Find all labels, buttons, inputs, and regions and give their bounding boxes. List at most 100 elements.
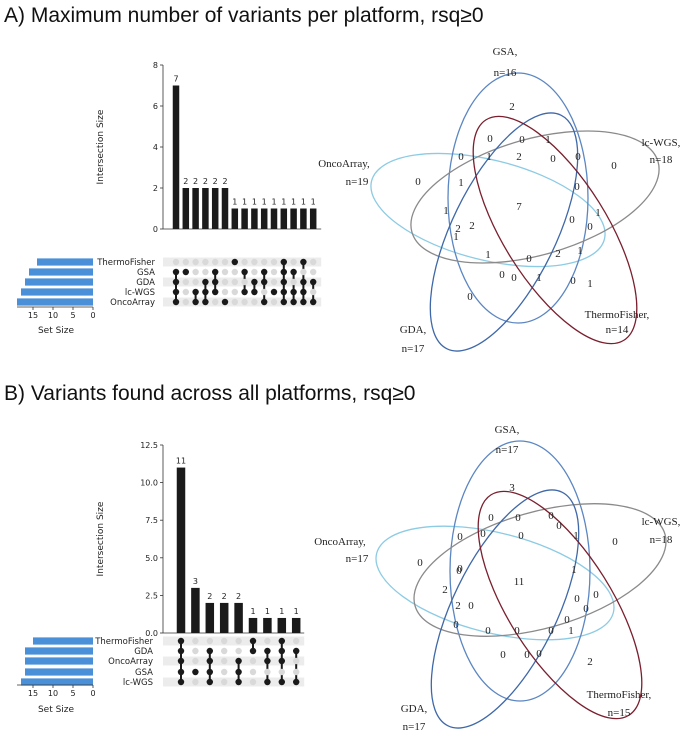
venn-region-count: 2 — [469, 220, 475, 232]
venn-region-count: 1 — [536, 272, 542, 284]
y-tick-label: 0.0 — [145, 629, 158, 638]
y-tick-label: 2 — [153, 184, 158, 193]
intersection-bar-label: 7 — [173, 75, 178, 84]
venn-set-label-thermo: ThermoFisher, — [585, 309, 650, 321]
set-size-bar — [17, 298, 93, 306]
venn-region-count: 0 — [468, 600, 474, 612]
membership-dot-empty — [290, 278, 297, 286]
membership-dot-empty — [241, 298, 248, 306]
membership-dot-filled — [192, 298, 199, 306]
venn-region-count: 0 — [488, 512, 494, 524]
intersection-bar — [191, 587, 200, 633]
venn-region-count: 0 — [485, 625, 491, 637]
membership-dot-empty — [172, 258, 180, 266]
venn-region-count: 0 — [519, 134, 525, 146]
venn-region-count: 2 — [516, 151, 522, 163]
set-name-label: GSA — [135, 668, 153, 678]
membership-dot-filled — [251, 288, 258, 296]
membership-dot-empty — [182, 258, 189, 266]
intersection-bar-label: 1 — [271, 198, 276, 207]
venn-ellipse-gda — [430, 489, 580, 729]
venn-region-count: 0 — [456, 565, 462, 577]
intersection-bar-label: 2 — [193, 177, 198, 186]
matrix-row-stripe — [163, 656, 305, 666]
membership-dot-filled — [206, 657, 213, 665]
intersection-bar-label: 2 — [236, 592, 241, 601]
membership-dot-filled — [300, 288, 307, 296]
membership-dot-filled — [202, 298, 209, 306]
membership-dot-empty — [249, 657, 257, 665]
venn-region-count: 0 — [514, 625, 520, 637]
membership-dot-empty — [293, 637, 300, 645]
membership-dot-filled — [231, 258, 238, 266]
intersection-bar — [205, 602, 215, 633]
intersection-bar-label: 2 — [213, 177, 218, 186]
intersection-bar-label: 2 — [207, 592, 212, 601]
venn-set-label-thermo: n=15 — [608, 707, 631, 719]
panel-a-heading: A) Maximum number of variants per platfo… — [4, 4, 484, 27]
membership-dot-filled — [241, 288, 248, 296]
membership-dot-filled — [206, 647, 213, 655]
set-size-tick-label: 5 — [70, 311, 75, 320]
venn-set-label-onco: OncoArray, — [314, 536, 366, 548]
intersection-bar-label: 1 — [291, 198, 296, 207]
set-name-label: ThermoFisher — [96, 258, 155, 268]
membership-dot-empty — [212, 258, 219, 266]
y-tick-label: 12.5 — [140, 441, 158, 450]
membership-dot-filled — [310, 278, 317, 286]
set-name-label: GDA — [136, 278, 155, 288]
venn-ellipse-onco — [375, 525, 615, 641]
membership-dot-filled — [172, 278, 180, 286]
membership-dot-filled — [177, 647, 185, 655]
intersection-bar-label: 1 — [311, 198, 316, 207]
membership-dot-empty — [182, 278, 189, 286]
membership-dot-empty — [202, 258, 209, 266]
venn-region-count: 1 — [485, 249, 491, 261]
venn-ellipse-thermo — [477, 490, 643, 720]
matrix-row-stripe — [163, 636, 305, 646]
membership-dot-filled — [280, 268, 287, 276]
venn-region-count: 0 — [593, 589, 599, 601]
venn-set-label-gda: GDA, — [400, 324, 427, 336]
membership-dot-filled — [202, 278, 209, 286]
membership-dot-filled — [280, 298, 287, 306]
membership-dot-empty — [241, 278, 248, 286]
venn-ellipse-lcwgs — [413, 503, 667, 637]
intersection-bar — [192, 188, 199, 229]
membership-dot-empty — [270, 278, 278, 286]
intersection-bar — [176, 467, 186, 633]
intersection-bar — [241, 208, 248, 229]
venn-region-count: 2 — [587, 656, 593, 668]
membership-dot-empty — [231, 288, 238, 296]
membership-dot-empty — [293, 668, 300, 676]
venn-region-count: 0 — [417, 557, 423, 569]
set-size-bar — [21, 678, 93, 686]
membership-dot-empty — [221, 637, 228, 645]
membership-dot-empty — [192, 647, 199, 655]
venn-region-count: 0 — [536, 648, 542, 660]
venn-region-count: 0 — [467, 291, 473, 303]
intersection-bar — [260, 208, 268, 229]
membership-dot-filled — [172, 298, 180, 306]
intersection-bar-label: 1 — [232, 198, 237, 207]
membership-dot-empty — [192, 637, 199, 645]
venn-region-count: 0 — [457, 563, 463, 575]
membership-dot-filled — [249, 637, 257, 645]
set-size-tick-label: 15 — [28, 311, 38, 320]
membership-dot-filled — [249, 647, 257, 655]
venn-region-count: 0 — [556, 520, 562, 532]
venn-region-count: 0 — [487, 133, 493, 145]
intersection-bar — [182, 188, 190, 229]
membership-dot-filled — [278, 647, 285, 655]
venn-region-count: 0 — [500, 649, 506, 661]
set-size-bar — [33, 637, 93, 645]
venn-region-count: 0 — [511, 272, 517, 284]
venn-set-label-gda: n=17 — [402, 343, 425, 355]
membership-dot-filled — [177, 678, 185, 686]
intersection-bar — [251, 208, 258, 229]
membership-dot-filled — [206, 668, 213, 676]
membership-dot-filled — [278, 657, 285, 665]
venn-region-count: 0 — [499, 269, 505, 281]
membership-dot-filled — [270, 288, 278, 296]
